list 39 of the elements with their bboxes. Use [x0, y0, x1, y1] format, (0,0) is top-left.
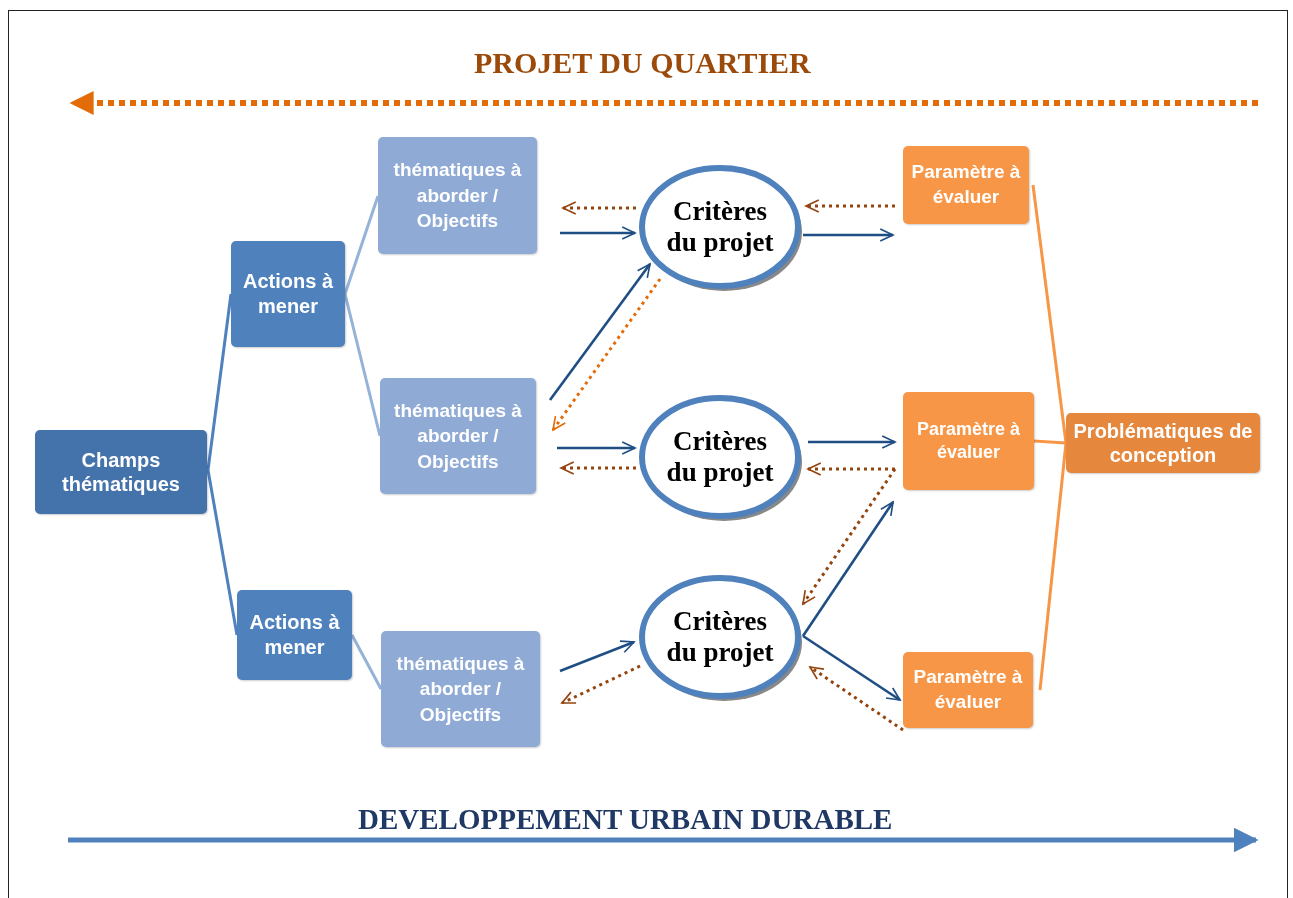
- connector-line: [206, 469, 239, 636]
- parameter-box: Paramètre à évaluer: [903, 146, 1029, 224]
- arrow: [560, 461, 636, 475]
- connector-line: [350, 634, 383, 690]
- arrow: [809, 665, 904, 732]
- connector-line: [1031, 184, 1068, 444]
- arrow: [805, 199, 895, 213]
- arrow: [557, 441, 636, 455]
- connector-line: [343, 195, 380, 295]
- heading: DEVELOPPEMENT URBAIN DURABLE: [358, 803, 893, 836]
- node-text: Critères du projet: [665, 605, 775, 669]
- arrow: [551, 278, 662, 431]
- objective-box: thématiques à aborder / Objectifs: [378, 137, 537, 254]
- connector-line: [1033, 439, 1067, 445]
- arrow: [560, 226, 636, 240]
- arrow: [801, 501, 895, 637]
- arrow: [807, 462, 895, 476]
- parameter-box: Paramètre à évaluer: [903, 392, 1034, 490]
- arrow: [561, 664, 641, 705]
- arrow: [548, 263, 652, 401]
- arrow: [559, 640, 635, 673]
- node-text: Critères du projet: [665, 195, 775, 259]
- arrow: [803, 228, 894, 242]
- arrow: [562, 201, 636, 215]
- connector-line: [343, 293, 382, 437]
- arrow: [808, 435, 896, 449]
- problem-box: Problématiques de conception: [1066, 413, 1260, 473]
- heading: PROJET DU QUARTIER: [474, 46, 811, 80]
- arrow: [801, 468, 897, 605]
- node-text: Critères du projet: [665, 425, 775, 489]
- category-box: Champs thématiques: [35, 430, 207, 514]
- objective-box: thématiques à aborder / Objectifs: [381, 631, 540, 747]
- parameter-box: Paramètre à évaluer: [903, 652, 1033, 728]
- objective-box: thématiques à aborder / Objectifs: [380, 378, 536, 494]
- action-box: Actions à mener: [237, 590, 352, 680]
- arrow: [802, 634, 901, 702]
- connector-line: [1038, 442, 1068, 691]
- action-box: Actions à mener: [231, 241, 345, 347]
- connector-line: [206, 293, 233, 471]
